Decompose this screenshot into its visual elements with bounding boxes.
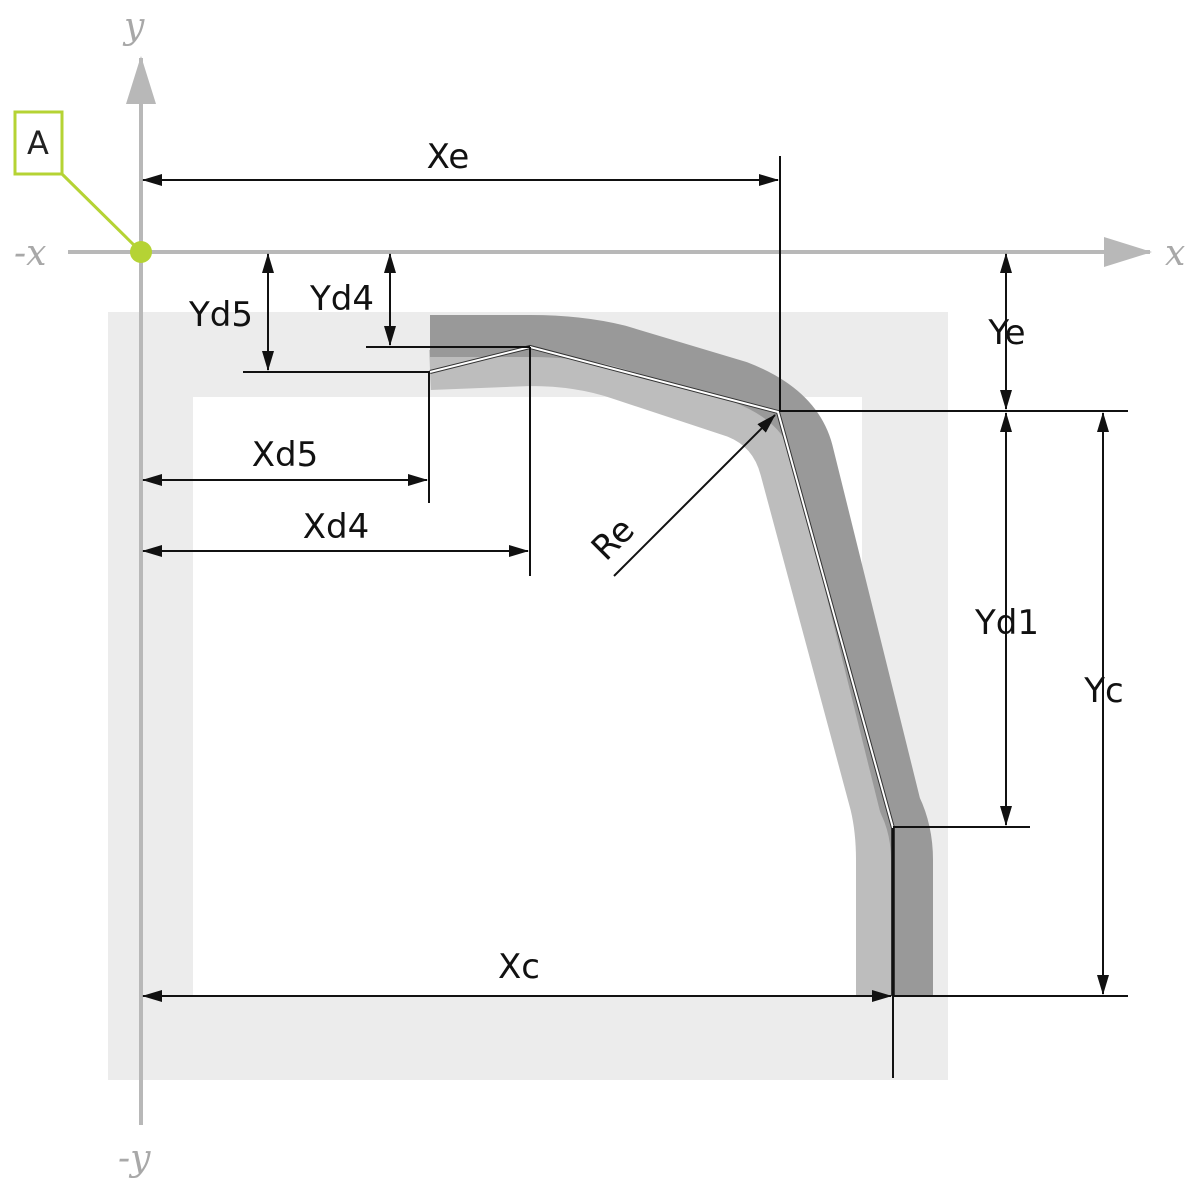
yd5-label: Yd5: [188, 295, 253, 335]
origin-callout-box: [13, 110, 64, 176]
origin-callout-leader: [60, 172, 143, 254]
xc-label: Xc: [498, 947, 540, 987]
re-label: Re: [584, 510, 643, 569]
yd4-label: Yd4: [309, 279, 374, 319]
origin-callout-label: A: [27, 124, 49, 162]
y-axis-label: y: [122, 6, 145, 47]
xe-label: Xe: [427, 137, 470, 177]
re-dimension-line: [613, 414, 776, 577]
yd1-label: Yd1: [974, 603, 1039, 643]
neg-x-axis-label: -x: [14, 233, 46, 274]
yc-label: Yc: [1083, 671, 1123, 711]
neg-y-axis-label: -y: [118, 1138, 151, 1179]
x-axis-label: x: [1165, 233, 1185, 274]
workpiece-frame: [108, 312, 948, 1080]
origin-point: [130, 241, 152, 263]
ye-label: Ye: [987, 313, 1025, 353]
xd4-label: Xd4: [303, 507, 370, 547]
xd5-label: Xd5: [252, 435, 319, 475]
